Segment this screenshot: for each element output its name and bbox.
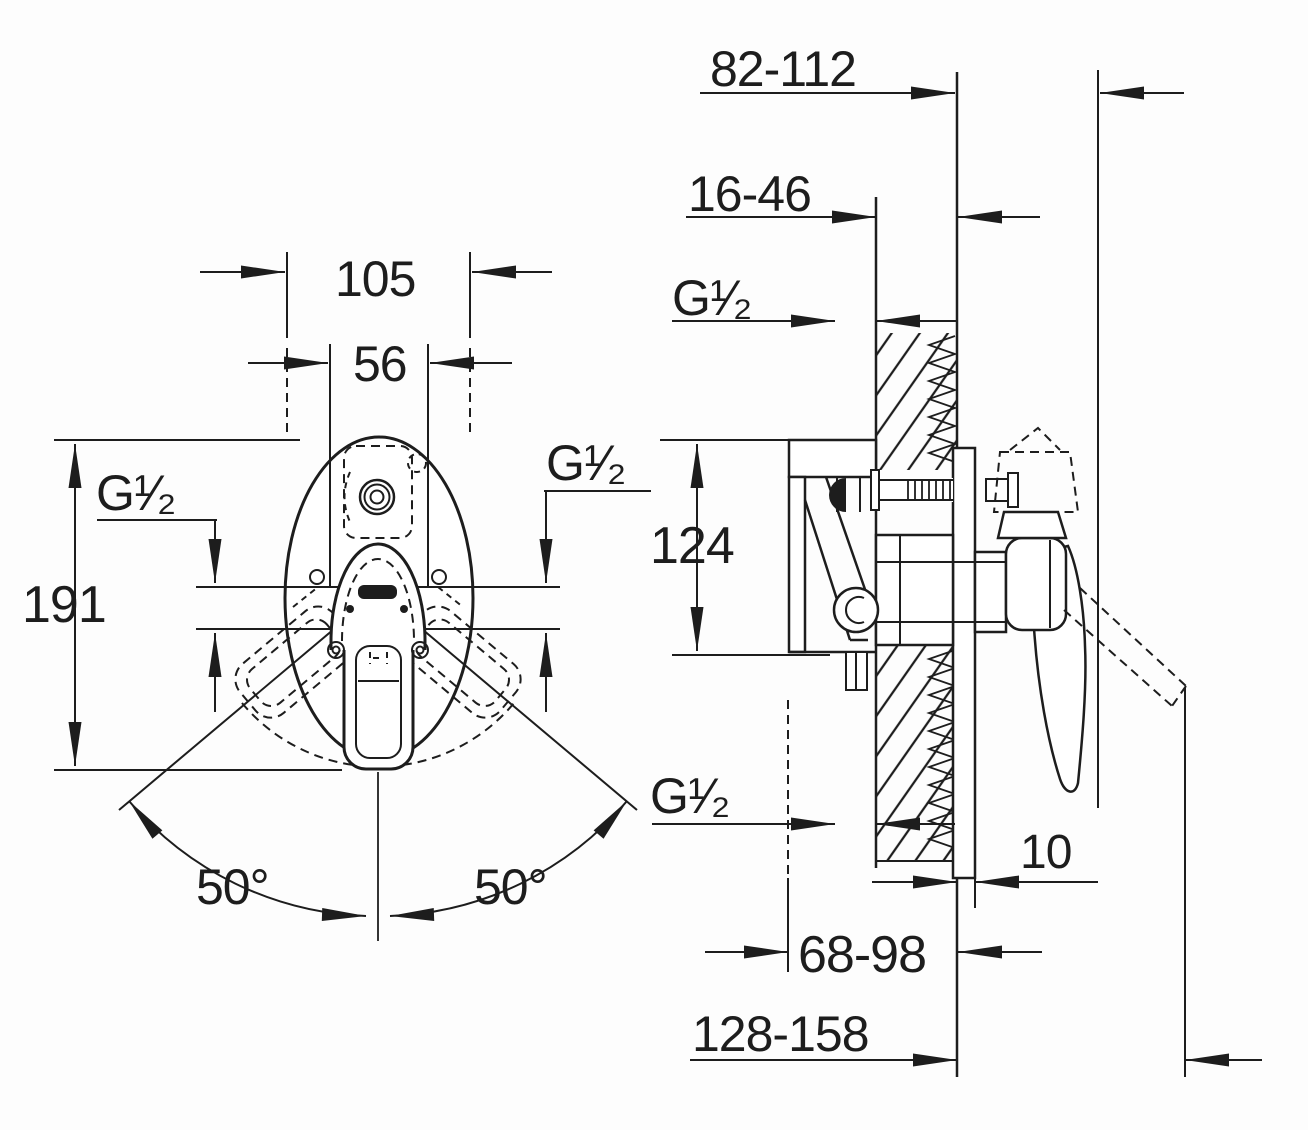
label-cartridge-width: 56	[353, 336, 407, 392]
thread-leader-front-right	[539, 490, 651, 712]
label-thread-front-right: G¹⁄₂	[546, 435, 625, 491]
plaster-zigzag-lower	[926, 649, 958, 849]
label-body-height: 124	[650, 517, 734, 575]
label-tile-range: 16-46	[688, 166, 811, 222]
cartridge-stem	[874, 533, 955, 647]
label-depth-total: 128-158	[692, 1006, 869, 1062]
label-swing-right: 50°	[474, 859, 547, 915]
escutcheon-plate-section	[951, 446, 977, 880]
plaster-zigzag-upper	[926, 335, 958, 463]
dome-dot-left	[346, 605, 354, 613]
label-thread-side-bottom: G¹⁄₂	[650, 768, 729, 824]
wall-hatch-upper	[877, 333, 956, 470]
top-outlet-port	[343, 445, 427, 539]
hub-base	[973, 550, 1008, 634]
angle-arc-right	[389, 800, 628, 921]
hub-cap	[996, 510, 1068, 540]
screw-left	[327, 641, 345, 659]
handle-dome-inner-dashed	[341, 558, 415, 642]
side-port-right	[431, 569, 447, 585]
indicator-slot	[358, 585, 397, 599]
dim-body-height	[660, 439, 830, 656]
label-front-width: 105	[335, 251, 415, 307]
thread-leader-front-left	[97, 519, 222, 712]
wall-hatch-lower	[877, 645, 956, 861]
side-port-left	[309, 569, 325, 585]
label-depth-inner: 68-98	[798, 926, 926, 984]
dim-plate-thickness	[872, 875, 1098, 908]
dome-dot-right	[400, 605, 408, 613]
label-wall-to-handle: 82-112	[710, 41, 856, 97]
cartridge-screw	[832, 586, 880, 634]
lever-inner-outline	[355, 645, 402, 759]
handle-down-position-dashed	[1063, 587, 1187, 707]
concealed-body-outline	[343, 445, 413, 539]
valve-body-section	[787, 438, 1019, 691]
label-thread-front-left: G¹⁄₂	[96, 465, 175, 521]
label-swing-left: 50°	[196, 859, 269, 915]
angle-arc-left	[128, 800, 367, 921]
front-view: 105 56 191 G¹⁄₂ G¹⁄₂ 50° 50°	[22, 251, 651, 941]
screw-right	[411, 641, 429, 659]
label-plate-thickness: 10	[1020, 826, 1071, 879]
side-view: 82-112 16-46 G¹⁄₂ 124 G¹⁄₂ 10 68-98 128-…	[650, 41, 1262, 1077]
dim-front-height	[54, 439, 342, 771]
handle-up-position-dashed	[992, 426, 1080, 513]
label-front-height: 191	[22, 576, 106, 634]
clamp-wedge	[829, 478, 846, 512]
screw-hole-dashed	[407, 453, 427, 473]
label-thread-side-top: G¹⁄₂	[672, 270, 751, 326]
handle-hub	[1004, 536, 1068, 632]
